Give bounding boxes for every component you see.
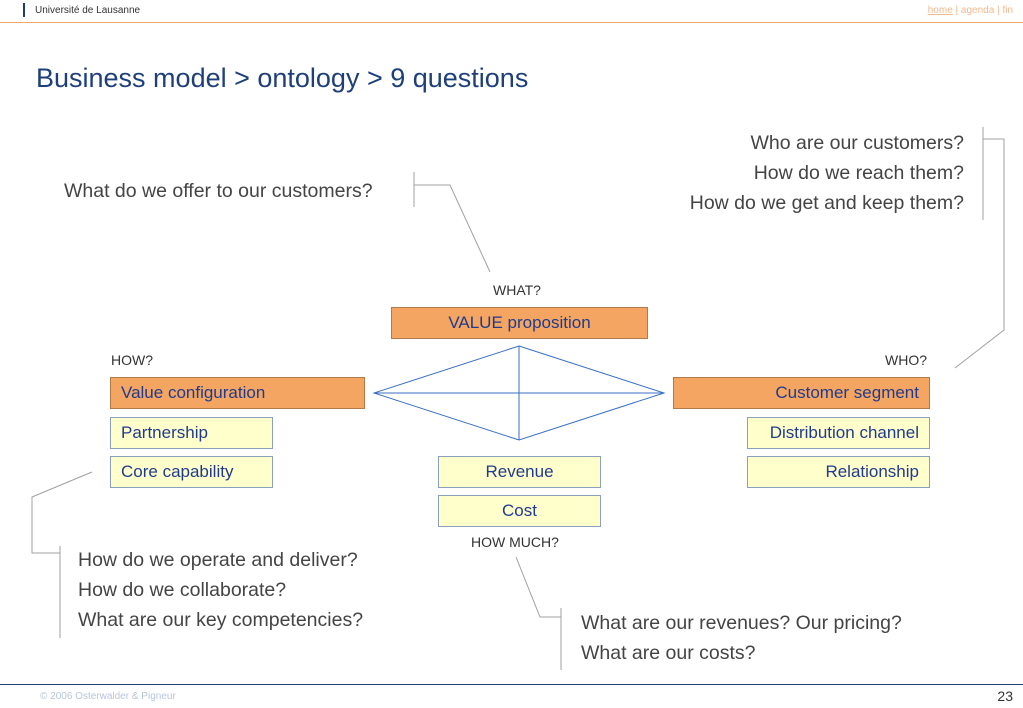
who-question-connector [954,138,1005,369]
nav-separator: | [994,5,1003,16]
nav-home-link[interactable]: home [927,5,953,16]
core-capability-block: Core capability [110,456,273,488]
who-questions: Who are our customers? How do we reach t… [690,128,964,218]
what-question-connector [414,184,491,273]
value-configuration-block: Value configuration [110,377,365,409]
cost-block: Cost [438,495,601,527]
what-label: WHAT? [493,282,541,298]
how-much-question-line: What are our costs? [581,642,756,664]
header-divider [0,22,1023,23]
slide-title: Business model > ontology > 9 questions [36,63,529,93]
distribution-channel-block: Distribution channel [747,417,930,449]
how-much-label: HOW MUCH? [471,534,559,550]
business-model-diamond [372,345,666,441]
header-accent-bar [23,3,25,17]
how-much-questions: What are our revenues? Our pricing? What… [581,608,902,668]
who-question-line: How do we reach them? [753,162,964,184]
how-question-connector [31,471,93,554]
who-label: WHO? [885,352,927,368]
partnership-block: Partnership [110,417,273,449]
page-number: 23 [997,688,1013,704]
header-nav: home | agenda | fin [928,5,1013,16]
what-question: What do we offer to our customers? [64,180,373,202]
how-question-line: How do we collaborate? [78,579,287,601]
how-question-line: What are our key competencies? [78,609,364,631]
how-label: HOW? [111,352,153,368]
how-questions: How do we operate and deliver? How do we… [78,545,363,635]
value-proposition-block: VALUE proposition [391,307,648,339]
how-much-question-connector [515,556,561,618]
who-question-line: Who are our customers? [750,132,964,154]
customer-segment-block: Customer segment [673,377,930,409]
nav-fin-link[interactable]: fin [1002,5,1013,16]
who-question-line: How do we get and keep them? [689,192,964,214]
how-much-question-line: What are our revenues? Our pricing? [581,612,902,634]
relationship-block: Relationship [747,456,930,488]
footer-copyright: © 2006 Osterwalder & Pigneur [40,691,176,702]
how-question-line: How do we operate and deliver? [78,549,358,571]
institution-name: Université de Lausanne [35,5,141,16]
revenue-block: Revenue [438,456,601,488]
nav-separator: | [952,5,961,16]
footer-divider [0,684,1023,685]
nav-agenda-link[interactable]: agenda [960,5,995,16]
